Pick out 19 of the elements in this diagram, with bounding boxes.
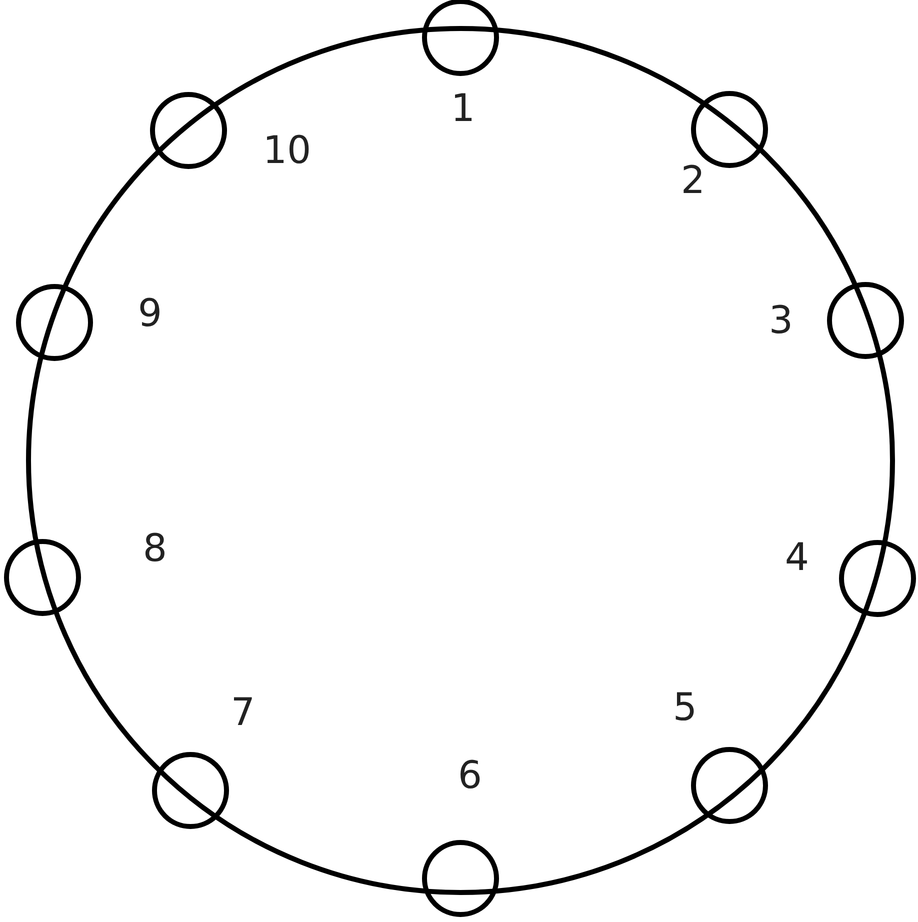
small-circle — [826, 282, 904, 358]
callout-number: 6 — [458, 756, 482, 794]
callout-number: 10 — [262, 131, 312, 169]
callout-number: 4 — [784, 538, 810, 576]
callout-number: 8 — [142, 529, 168, 567]
small-circle — [4, 538, 80, 616]
callout-number: 7 — [230, 693, 256, 731]
callout-number: 3 — [768, 301, 794, 339]
small-circle — [152, 752, 228, 828]
small-circle — [16, 284, 92, 360]
large-circle — [26, 26, 894, 894]
small-circle — [422, 840, 498, 916]
callout-number: 1 — [450, 89, 476, 127]
small-circle — [690, 746, 768, 824]
callout-number: 2 — [680, 161, 706, 199]
callout-number: 9 — [138, 294, 162, 332]
small-circle — [838, 540, 916, 616]
small-circle — [150, 92, 226, 168]
callout-number: 5 — [672, 688, 698, 726]
